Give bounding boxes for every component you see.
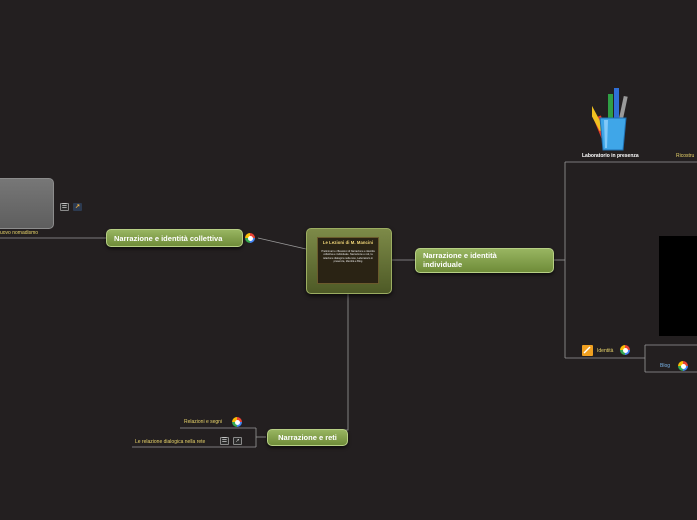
central-topic[interactable]: Le Lezioni di M. Mancini Preliminari e r… xyxy=(306,228,392,294)
pencil-cup-image xyxy=(592,88,628,151)
external-link-icon[interactable]: ↗ xyxy=(233,437,242,445)
central-image: Le Lezioni di M. Mancini Preliminari e r… xyxy=(317,237,379,284)
topic-identita-collettiva[interactable]: Narrazione e identità collettiva xyxy=(106,229,243,247)
central-text: Preliminari e riflessioni di Narrazione … xyxy=(321,250,375,263)
topic-blog[interactable]: Blog xyxy=(660,363,671,369)
notes-icon[interactable]: ☰ xyxy=(220,437,229,445)
central-title: Le Lezioni di M. Mancini xyxy=(322,240,374,245)
topic-laboratorio[interactable]: Laboratorio in presenza xyxy=(582,153,639,159)
google-icon[interactable] xyxy=(245,233,255,243)
topic-nomadismo[interactable]: uovo nomadismo xyxy=(0,230,39,236)
link-icon[interactable]: ↗ xyxy=(73,203,82,211)
topic-identita[interactable]: Identità xyxy=(597,348,614,354)
topic-ricostruzione[interactable]: Ricostru xyxy=(676,153,695,159)
topic-relazioni-segni[interactable]: Relazioni e segni xyxy=(184,419,223,425)
google-icon[interactable] xyxy=(620,345,630,355)
google-icon[interactable] xyxy=(678,361,688,371)
topic-label: Narrazione e identità individuale xyxy=(423,251,497,269)
embedded-video-box[interactable] xyxy=(659,236,697,336)
topic-identita-individuale[interactable]: Narrazione e identità individuale xyxy=(415,248,554,273)
image-placeholder-box[interactable] xyxy=(0,178,54,229)
google-icon[interactable] xyxy=(232,417,242,427)
topic-label: Narrazione e reti xyxy=(278,433,337,442)
notes-icon[interactable]: ☰ xyxy=(60,203,69,211)
topic-relazione-dialogica[interactable]: Le relazione dialogica nella rete xyxy=(135,439,206,445)
topic-reti[interactable]: Narrazione e reti xyxy=(267,429,348,446)
topic-label: Narrazione e identità collettiva xyxy=(114,233,223,243)
note-icon xyxy=(582,345,593,356)
